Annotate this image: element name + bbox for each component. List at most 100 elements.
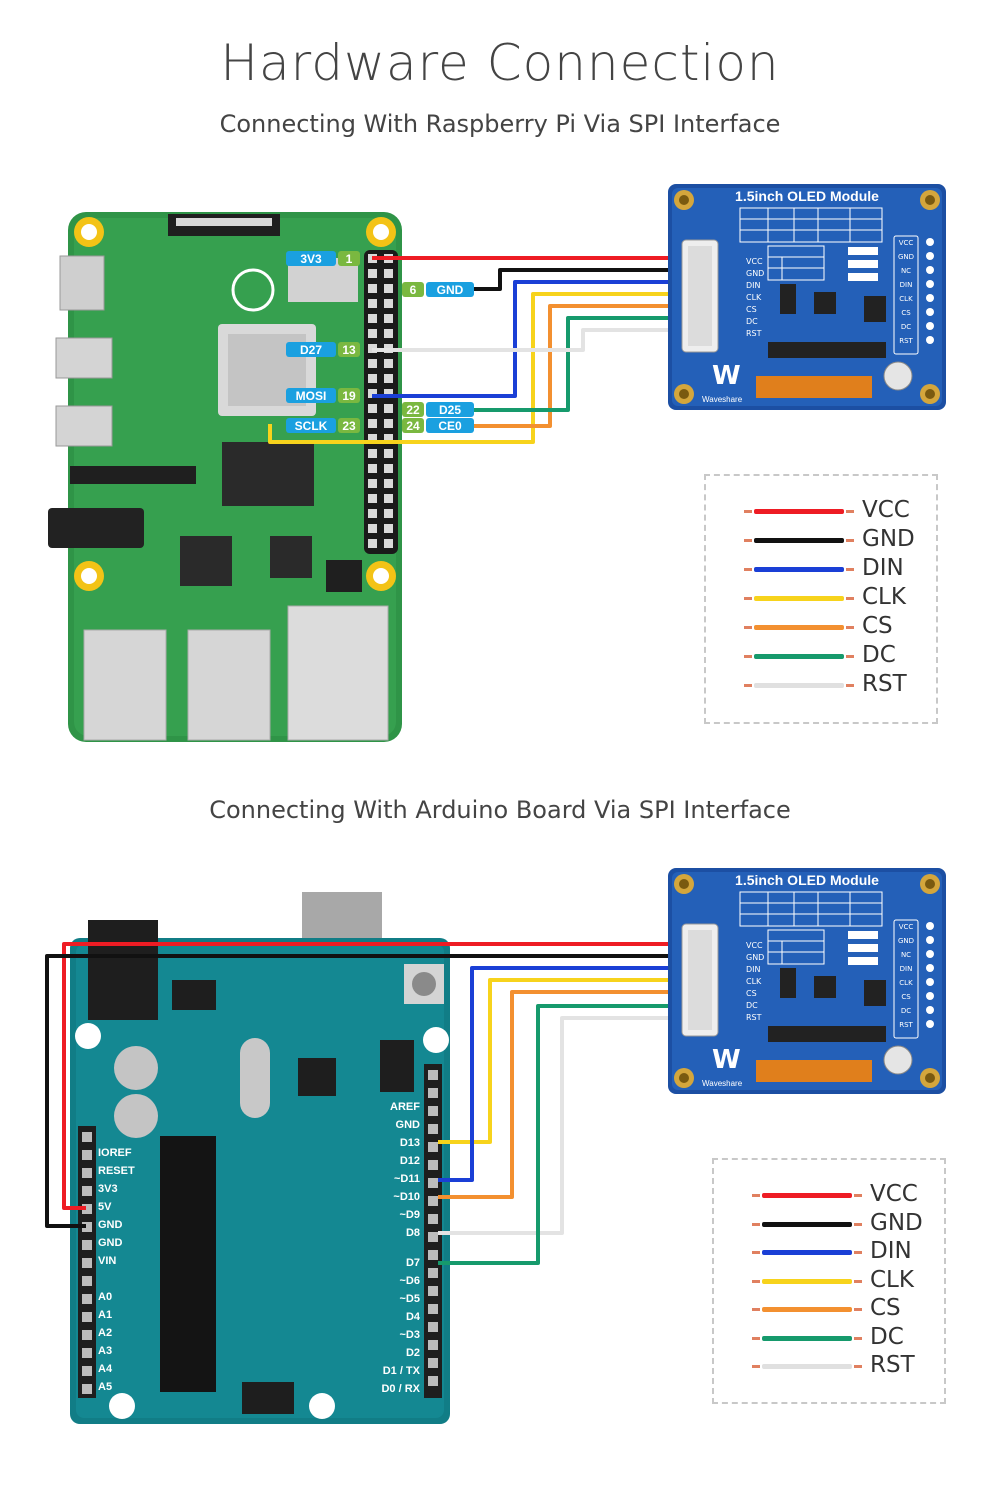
module-pin-label-right: RST [899,337,913,345]
arduino-pin [82,1132,92,1142]
arduino-pin-label: ~D9 [400,1209,421,1221]
arduino-pin [82,1276,92,1286]
legend-label: CLK [862,584,906,610]
oled-module-top: 1.5inch OLED Module VCCGNDDINCLKCSDCRST … [667,183,947,411]
legend-item-cs: CS [752,1295,942,1322]
arduino-pin-label: D13 [400,1137,420,1149]
arduino-pin [82,1240,92,1250]
module-pin-label: DIN [746,965,761,974]
gpio-pin [384,449,393,458]
legend-line [744,567,854,572]
gpio-pin [368,524,377,533]
legend-item-vcc: VCC [752,1181,942,1208]
section2-subtitle: Connecting With Arduino Board Via SPI In… [209,796,791,824]
legend-line [744,596,854,601]
page-title: Hardware Connection [220,34,780,92]
arduino-pin-label: A2 [98,1327,112,1339]
module-pin-label: DC [746,317,758,326]
gpio-pin [368,374,377,383]
arduino-pin [428,1214,438,1224]
module-pin-label: VCC [746,257,763,266]
legend-line [752,1364,862,1369]
gpio-pin [384,479,393,488]
arduino-pin-label: D12 [400,1155,420,1167]
arduino-pin-label: D2 [406,1347,420,1359]
arduino-pin [82,1366,92,1376]
legend-label: RST [862,671,907,697]
raspberry-pi-board [48,212,402,742]
arduino-pin [82,1186,92,1196]
label-pin1: 1 [346,252,353,266]
module-pin-label: GND [746,269,764,278]
arduino-pins [82,1070,438,1394]
gpio-pin [368,449,377,458]
label-pin19: 19 [342,389,356,403]
gpio-pin [368,284,377,293]
label-mosi: MOSI [296,389,327,403]
arduino-board [70,892,450,1424]
pi-wires [268,256,716,444]
arduino-pin [428,1106,438,1116]
label-pin6: 6 [410,283,417,297]
arduino-pin-label: ~D11 [394,1173,420,1185]
arduino-pin [82,1222,92,1232]
label-pin22: 22 [406,403,420,417]
arduino-pin [82,1312,92,1322]
module-pin-label: DIN [746,281,761,290]
legend-label: RST [870,1352,915,1378]
legend-line [744,683,854,688]
arduino-pin [428,1358,438,1368]
module-pin-label-right: CS [901,309,911,317]
gpio-pin [368,269,377,278]
legend-label: DC [862,642,896,668]
module-pin-label: DC [746,1001,758,1010]
legend-item-rst: RST [744,671,934,698]
module-pin-label-right: VCC [899,923,914,931]
module-pin-label-right: DC [901,323,911,331]
gpio-pin [384,389,393,398]
arduino-pin-label: D7 [406,1257,420,1269]
module-pin-label: CLK [746,293,762,302]
gpio-pin [384,539,393,548]
label-3v3: 3V3 [300,252,322,266]
arduino-pin [82,1294,92,1304]
brand-label: Waveshare [702,395,743,404]
arduino-pin [428,1070,438,1080]
arduino-pin [428,1340,438,1350]
arduino-pin-label: VIN [98,1255,116,1267]
gpio-pin [368,434,377,443]
module-pin-label-right: DC [901,1007,911,1015]
legend-line [744,509,854,514]
arduino-pin-label: A1 [98,1309,112,1321]
arduino-pin [428,1304,438,1314]
module-pin-label: CS [746,989,757,998]
gpio-pin [368,509,377,518]
label-sclk: SCLK [295,419,328,433]
module-pin-label: CLK [746,977,762,986]
module-pin-label-right: CLK [899,979,913,987]
legend-label: CLK [870,1266,914,1293]
oled-title-2: 1.5inch OLED Module [735,872,879,888]
label-d25: D25 [439,403,461,417]
module-pin-label-right: NC [901,951,911,959]
legend-line [744,538,854,543]
legend-label: DIN [870,1238,912,1264]
module-pin-label-right: CLK [899,295,913,303]
arduino-pin [82,1204,92,1214]
arduino-pin-label: A5 [98,1381,112,1393]
arduino-pin [428,1160,438,1170]
arduino-pin [428,1142,438,1152]
module-pin-label-right: GND [898,253,914,261]
arduino-pin-label: GND [98,1237,123,1249]
label-gnd: GND [437,283,464,297]
gpio-pin [384,494,393,503]
arduino-pin-label: AREF [390,1101,420,1113]
gpio-pin [384,524,393,533]
module-pin-label-right: NC [901,267,911,275]
gpio-pin [368,314,377,323]
legend-item-dc: DC [744,642,934,669]
module-pin-label-right: GND [898,937,914,945]
arduino-pin-label: 3V3 [98,1183,118,1195]
gpio-pin [384,329,393,338]
